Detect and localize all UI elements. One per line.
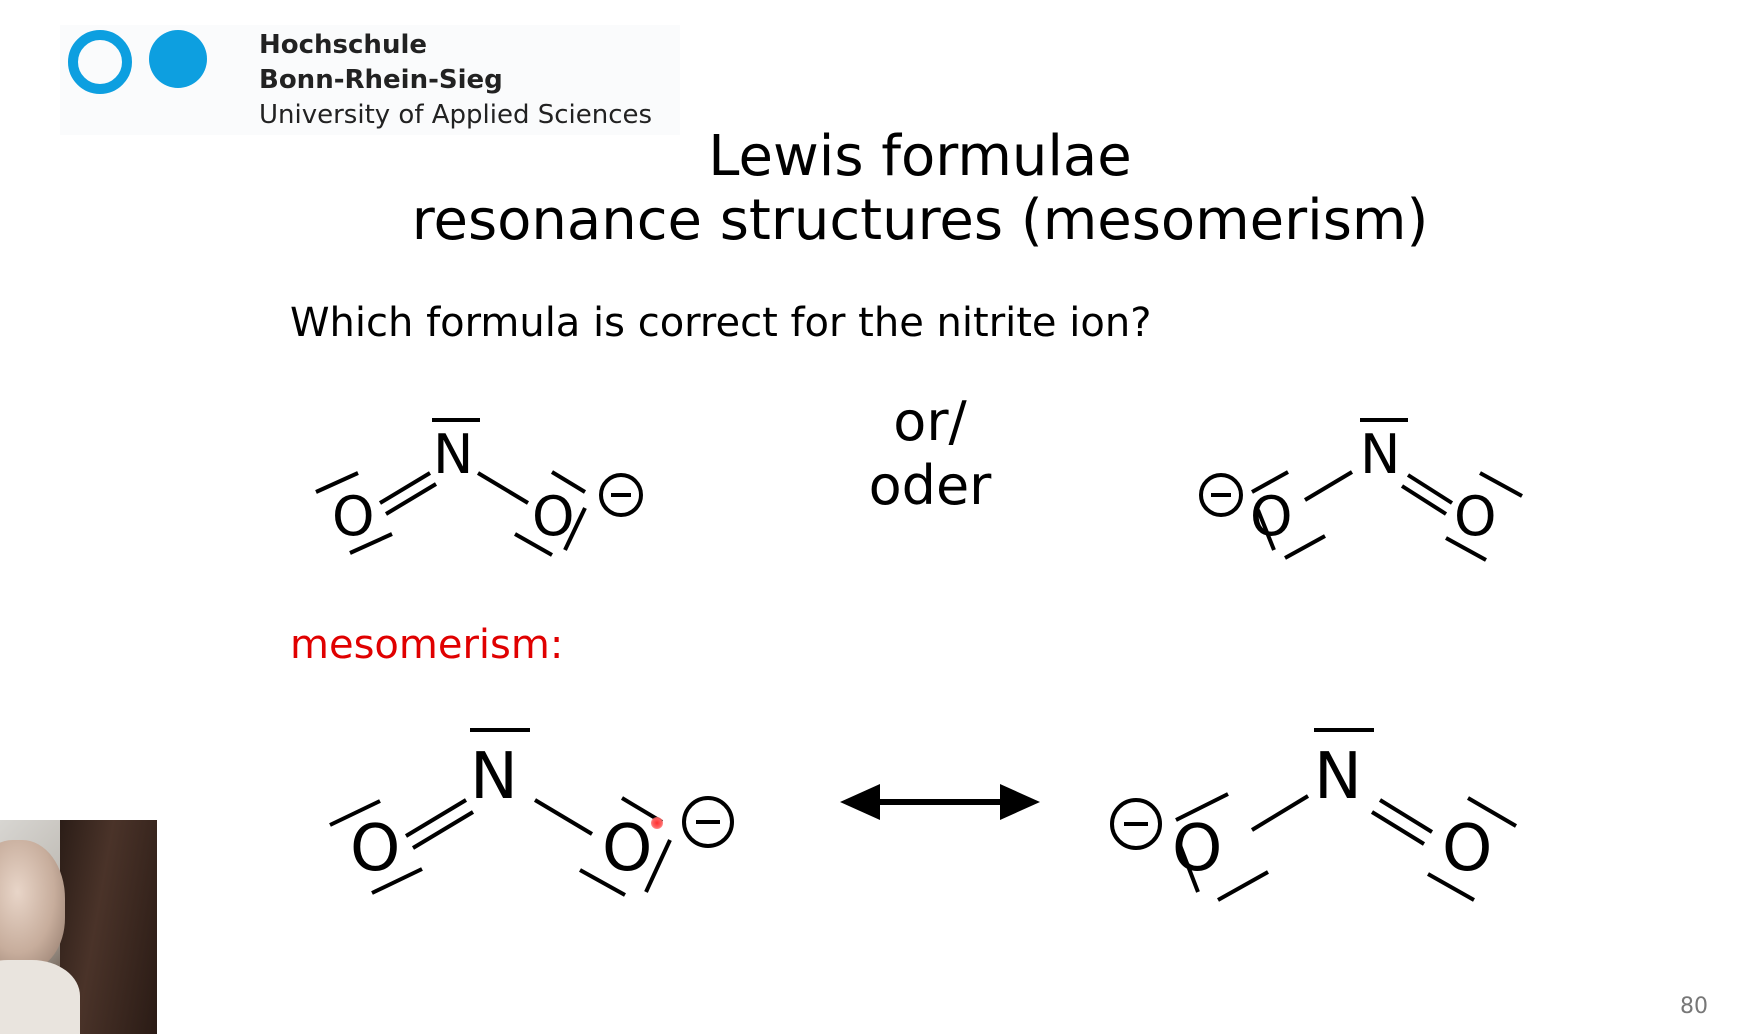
presenter-shoulder [0,960,80,1034]
atom-oxygen-left: O [350,812,400,886]
title-line-1: Lewis formulae [708,124,1132,189]
logo-ring-icon [68,30,132,94]
mesomerism-label: mesomerism: [290,622,564,668]
question-text: Which formula is correct for the nitrite… [290,300,1152,346]
or-separator: or/ oder [840,390,1020,518]
presenter-face [0,840,65,970]
hbrs-logo [68,30,218,94]
oder-text: oder [868,454,992,517]
resonance-structure-left: N O O [329,728,734,897]
atom-oxygen-right: O [1454,485,1497,548]
negative-charge-icon [682,796,734,848]
university-line-3: University of Applied Sciences [259,100,653,130]
or-text: or/ [893,390,967,453]
atom-nitrogen: N [470,740,518,814]
atom-nitrogen: N [1314,740,1362,814]
atom-nitrogen: N [1360,423,1400,486]
nitrite-structure-top-right: O N O [1199,418,1523,562]
negative-charge-icon [599,473,643,517]
atom-oxygen-left: O [332,485,375,548]
university-line-1: Hochschule [259,30,427,60]
page-number: 80 [1680,994,1708,1019]
negative-charge-icon [1199,473,1243,517]
atom-oxygen-right: O [532,485,575,548]
atom-oxygen-right: O [1442,812,1492,886]
webcam-overlay [0,820,157,1034]
atom-nitrogen: N [433,423,473,486]
logo-dot-icon [149,30,207,88]
university-name: Hochschule Bonn-Rhein-Sieg University of… [259,28,652,133]
atom-oxygen-left: O [1250,485,1293,548]
title-line-2: resonance structures (mesomerism) [411,188,1429,253]
laser-pointer-dot [651,817,663,829]
negative-charge-icon [1110,798,1162,850]
atom-oxygen-right: O [602,812,652,886]
resonance-arrow-icon [840,784,1040,820]
nitrite-structure-top-left: N O O [315,418,643,557]
resonance-structure-right: O N O [1110,728,1518,902]
slide-title: Lewis formulae resonance structures (mes… [300,125,1540,253]
university-line-2: Bonn-Rhein-Sieg [259,65,503,95]
